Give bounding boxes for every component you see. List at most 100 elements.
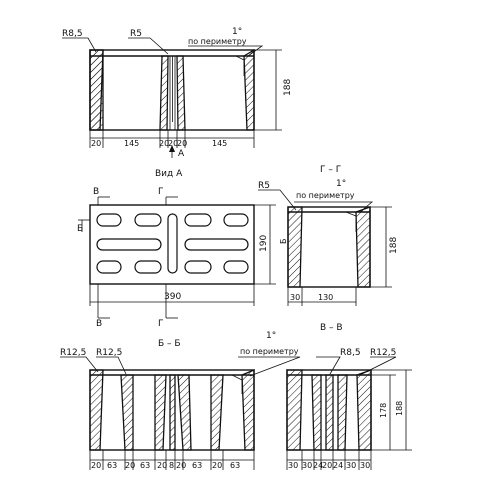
section-bb: Б – Б R12,5 R12,5 1° по периметру 20 63 … xyxy=(60,331,301,470)
section-gg-dim-30: 30 xyxy=(290,293,300,302)
bb-dim-2: 63 xyxy=(107,461,117,470)
top-dim-2: 145 xyxy=(124,139,139,148)
label-degree: 1° xyxy=(232,27,242,37)
bb-dim-4: 63 xyxy=(140,461,150,470)
bb-dim-7: 20 xyxy=(176,461,186,470)
leader-r5 xyxy=(128,37,169,55)
section-gg-leader-perim xyxy=(294,201,374,213)
section-bb-degree: 1° xyxy=(266,331,276,341)
section-vv-wall-5 xyxy=(356,369,372,451)
plan-view: В Г В Г Б 190 390 xyxy=(77,187,276,329)
bb-dim-1: 20 xyxy=(91,461,101,470)
vv-dim-6: 30 xyxy=(346,461,356,470)
bb-dim-9: 20 xyxy=(212,461,222,470)
top-block-outline xyxy=(89,49,255,131)
plan-slot xyxy=(184,213,212,227)
section-bb-leader-perim xyxy=(238,356,301,377)
section-bb-wall-5 xyxy=(177,374,192,451)
section-gg-r5: R5 xyxy=(258,181,270,191)
section-bb-title: Б – Б xyxy=(158,339,181,349)
vv-dim-7: 30 xyxy=(360,461,370,470)
section-bb-r-mid: R12,5 xyxy=(96,348,122,358)
cut-b-label: Б xyxy=(77,224,83,234)
section-vv-r85: R8,5 xyxy=(340,348,361,358)
section-gg: Г – Г R5 1° по периметру Б 188 30 130 xyxy=(258,165,399,306)
top-dim-4: 20 xyxy=(168,139,178,148)
section-vv-height: 188 xyxy=(395,401,404,416)
plan-outline xyxy=(89,204,255,285)
bb-dim-5: 20 xyxy=(157,461,167,470)
section-gg-perimeter: по периметру xyxy=(296,191,355,200)
label-height-188: 188 xyxy=(283,79,293,96)
view-arrow-label: A xyxy=(178,149,185,159)
plan-slot-long xyxy=(96,238,162,251)
section-bb-leader-r2 xyxy=(96,356,127,375)
top-right-fillet xyxy=(235,55,245,76)
section-vv: В – В R8,5 R12,5 178 188 30 30 24 20 24 xyxy=(286,323,412,470)
bb-dim-10: 63 xyxy=(230,461,240,470)
section-bb-r-left: R12,5 xyxy=(60,348,86,358)
section-vv-title: В – В xyxy=(320,323,343,333)
vv-dim-4: 20 xyxy=(322,461,332,470)
top-web-left xyxy=(159,55,169,131)
plan-slot xyxy=(96,260,122,274)
section-bb-fillet xyxy=(231,374,243,394)
vv-dim-1: 30 xyxy=(288,461,298,470)
vv-dim-2: 30 xyxy=(302,461,312,470)
label-perimeter: по периметру xyxy=(188,37,247,46)
label-r5: R5 xyxy=(130,29,142,39)
label-r85: R8,5 xyxy=(62,29,83,39)
top-web-right xyxy=(176,55,186,131)
plan-slot xyxy=(184,260,212,274)
section-vv-r125: R12,5 xyxy=(370,348,396,358)
section-vv-leader-r125 xyxy=(361,356,397,375)
cut-v-label-bottom: В xyxy=(96,319,102,329)
plan-center-slot xyxy=(167,213,178,274)
section-vv-leader-r85 xyxy=(316,356,341,375)
section-gg-height: 188 xyxy=(389,237,399,254)
section-vv-wall-1 xyxy=(286,369,303,451)
bb-dim-3: 20 xyxy=(125,461,135,470)
section-gg-leader-r5 xyxy=(258,189,297,211)
section-bb-wall-1 xyxy=(89,369,104,451)
plan-slot xyxy=(223,213,249,227)
section-gg-degree: 1° xyxy=(336,179,346,189)
cut-v-label-top: В xyxy=(93,187,99,197)
bb-dim-6: 8 xyxy=(169,461,174,470)
plan-height-190: 190 xyxy=(259,235,269,252)
leader-perimeter xyxy=(188,45,264,57)
section-bb-perimeter: по периметру xyxy=(240,347,299,356)
cut-g-label-bottom: Г xyxy=(158,319,164,329)
top-left-wall-taper xyxy=(89,49,104,131)
section-gg-cut-label: Б xyxy=(279,239,288,245)
plan-slot-long xyxy=(184,238,249,251)
top-section: R8,5 R5 1° по периметру 188 20 145 20 20… xyxy=(62,27,293,179)
section-bb-wall-7 xyxy=(241,369,255,451)
top-dim-6: 145 xyxy=(212,139,227,148)
section-gg-title: Г – Г xyxy=(320,165,341,175)
section-gg-fillet xyxy=(345,211,357,232)
section-bb-wall-3 xyxy=(154,374,167,451)
section-gg-right-wall xyxy=(355,206,371,288)
top-dim-5: 20 xyxy=(177,139,187,148)
vv-dim-5: 24 xyxy=(333,461,343,470)
view-arrow-head xyxy=(169,145,175,152)
section-bb-wall-6 xyxy=(210,374,224,451)
leader-r85 xyxy=(62,37,97,53)
section-vv-wall-3 xyxy=(325,374,334,451)
top-dim-3: 20 xyxy=(159,139,169,148)
cut-g-label-top: Г xyxy=(158,187,164,197)
section-gg-left-wall xyxy=(287,206,303,288)
section-gg-dim-130: 130 xyxy=(318,293,333,302)
section-vv-inner-height: 178 xyxy=(379,403,388,418)
bb-dim-8: 63 xyxy=(192,461,202,470)
plan-width-390: 390 xyxy=(164,292,181,302)
plan-slot xyxy=(134,260,162,274)
section-bb-leader-r1 xyxy=(60,356,99,373)
section-vv-wall-2 xyxy=(311,374,322,451)
top-right-wall xyxy=(243,48,255,131)
view-a-title: Вид А xyxy=(155,169,183,179)
plan-slot xyxy=(223,260,249,274)
section-bb-wall-4 xyxy=(169,374,176,451)
